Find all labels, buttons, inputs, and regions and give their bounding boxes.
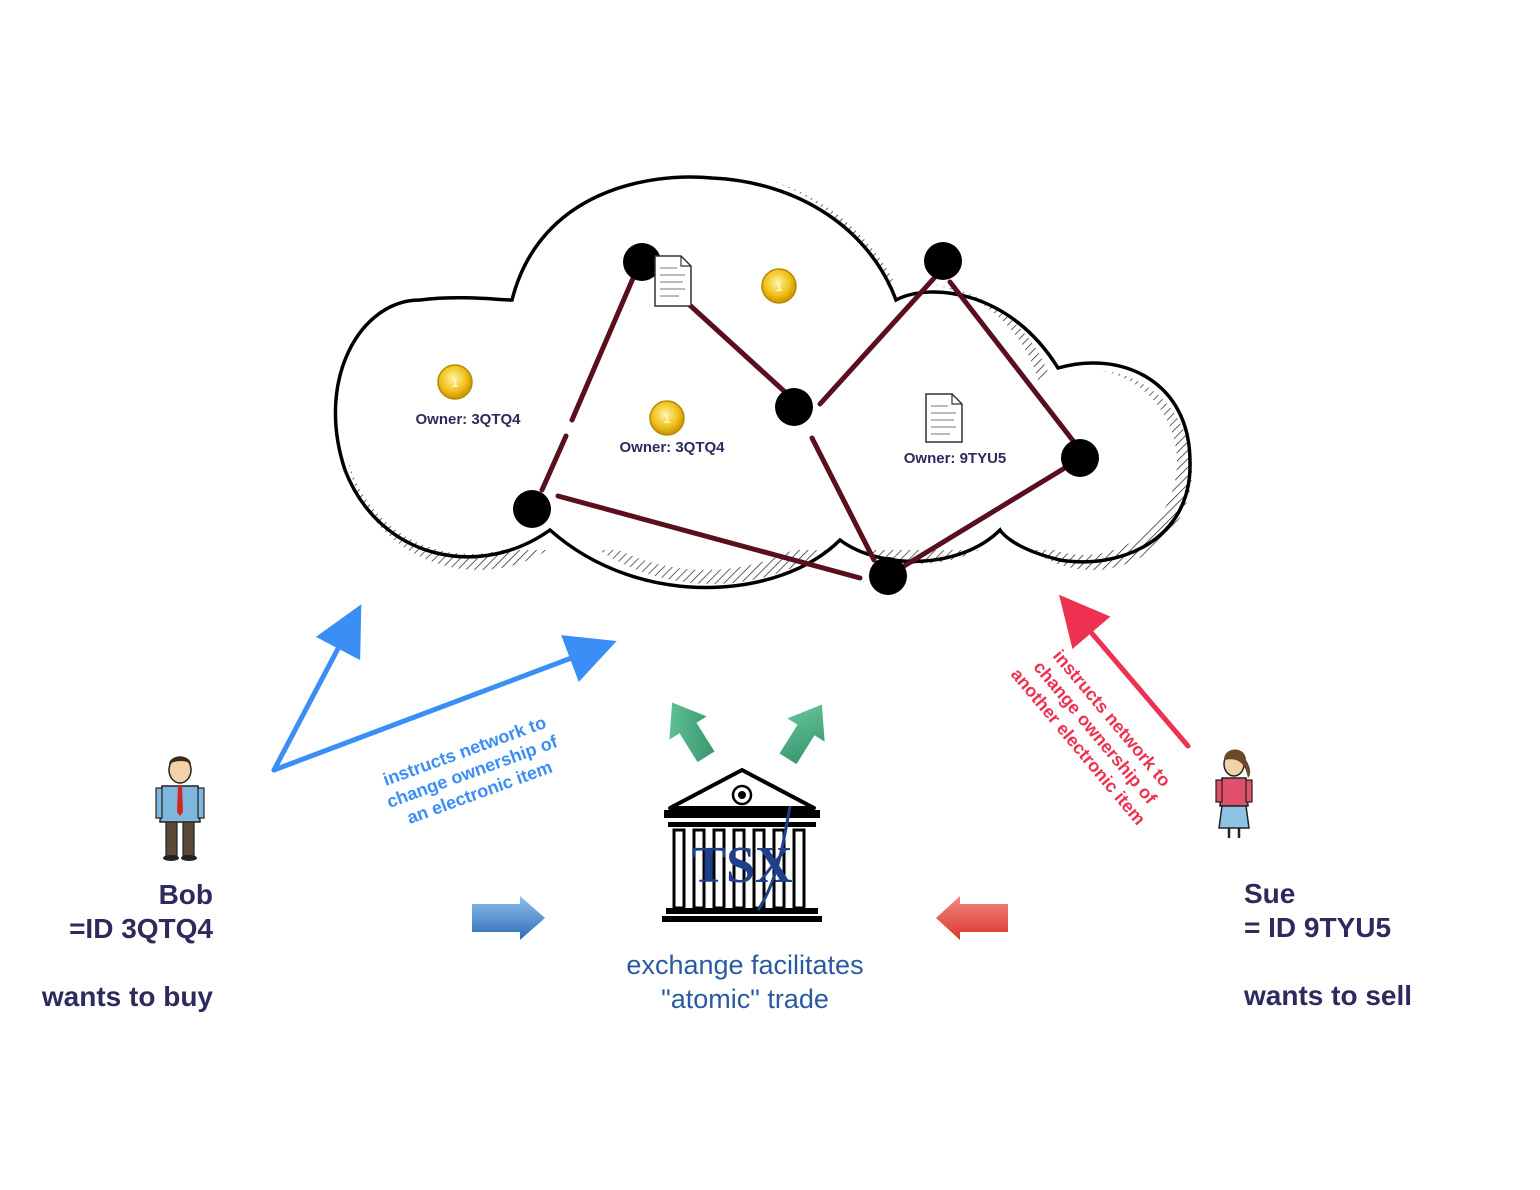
edge [569,273,637,423]
bob-arrow-right [271,635,617,773]
sue-to-exchange-arrow [936,896,1008,940]
cloud-outline [333,175,1192,590]
bob-arrow-up [271,604,362,773]
exchange-caption: "atomic" trade [661,984,829,1014]
edge [809,435,877,563]
network-node [623,243,661,281]
green-arrow-right [779,704,825,765]
exchange-caption: exchange facilitates [626,950,863,980]
bob-instruction-text: instructs network to change ownership of… [380,712,561,828]
network-node [513,490,551,528]
exchange-building-icon: TSX [662,768,822,922]
owner-label: Owner: 3QTQ4 [619,439,725,456]
edge [539,433,569,493]
coin-value: 1 [663,411,670,426]
document-icon [925,393,963,443]
sue-name: Sue [1244,878,1295,909]
network-cloud: 1 1 1 Owner: 3QTQ4 Owner: 3QTQ4 Owner: 9… [333,170,1192,595]
bob-id: =ID 3QTQ4 [69,913,213,944]
sue-instruction-text: instructs network to change ownership of… [1007,646,1175,829]
edge [901,463,1071,569]
sue-avatar [1215,749,1253,838]
owner-label: Owner: 9TYU5 [904,450,1007,467]
bob-name: Bob [159,879,213,910]
network-nodes [513,242,1099,595]
coin-value: 1 [451,375,458,390]
coin-icon: 1 [437,364,473,400]
bob-intent: wants to buy [41,981,214,1012]
bob-instruction-arrows [271,604,617,773]
network-node [869,557,907,595]
green-arrow-left [669,702,715,763]
bob-avatar [155,756,205,861]
coin-icon: 1 [761,268,797,304]
document-icon [654,255,692,307]
edge [817,273,939,407]
sue-intent: wants to sell [1243,980,1412,1011]
network-node [1061,439,1099,477]
bob-to-exchange-arrow [472,896,545,940]
sue-arrow [1059,594,1191,749]
cloud-body [344,170,1177,570]
coin-icon: 1 [649,400,685,436]
network-node [924,242,962,280]
sue-id: = ID 9TYU5 [1244,912,1391,943]
coin-value: 1 [775,279,782,294]
exchange-logo: TSX [691,837,792,894]
edge [555,493,863,581]
network-edges [539,273,1077,581]
network-node [775,388,813,426]
sue-instruction-line: change ownership of [1030,657,1162,809]
owner-label: Owner: 3QTQ4 [415,411,521,428]
edge [947,279,1077,445]
